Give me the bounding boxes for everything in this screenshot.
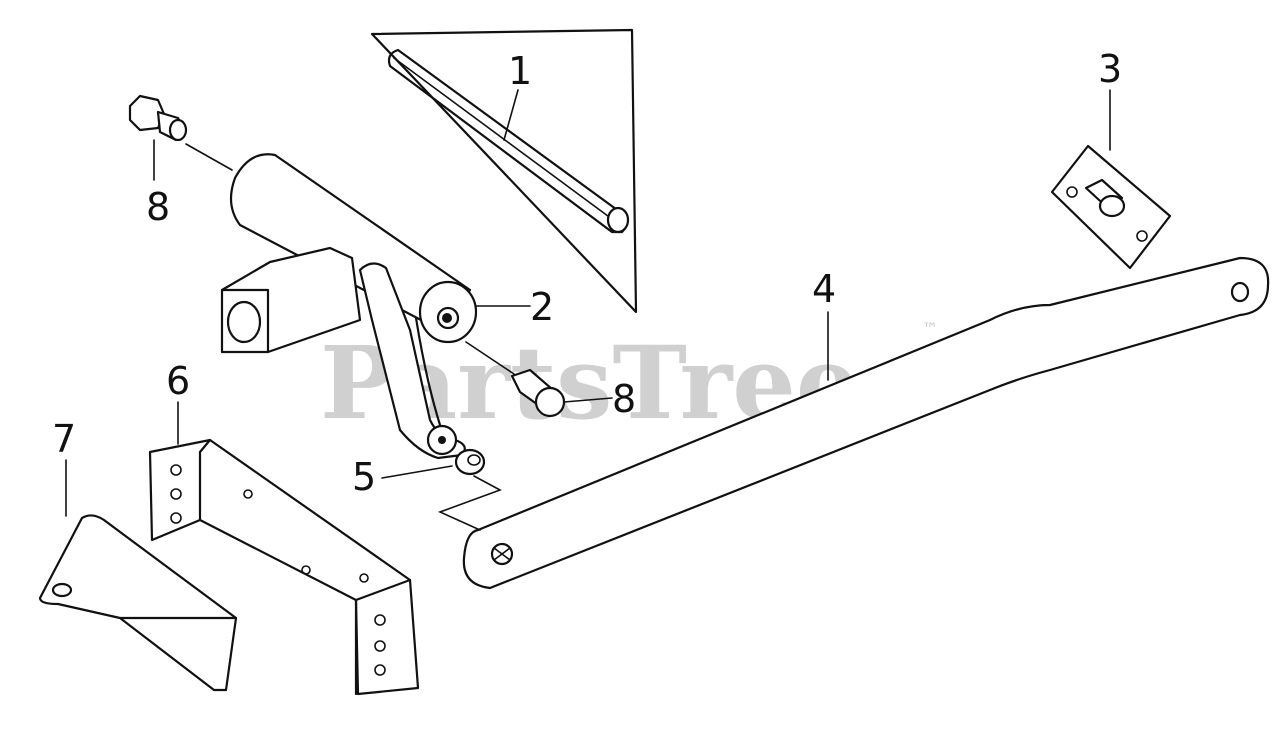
callout-5: 5: [352, 455, 376, 499]
part-6-bracket: [148, 438, 420, 696]
part-7-angle-bracket: [38, 514, 238, 692]
callout-8-upper: 8: [146, 185, 170, 229]
part-1-plate-rod: [370, 28, 638, 314]
callout-6: 6: [166, 359, 190, 403]
callout-7: 7: [52, 417, 76, 461]
part-3-stud-plate: [1050, 144, 1172, 270]
part-2-pivot-tube: [220, 153, 478, 460]
callout-1: 1: [508, 49, 532, 93]
watermark-trademark: ™: [922, 319, 938, 338]
leader-lines: [65, 89, 1111, 517]
part-8-bolt-upper: [128, 94, 233, 171]
part-4-bar: [462, 256, 1270, 590]
callout-3: 3: [1098, 47, 1122, 91]
callout-4: 4: [812, 267, 836, 311]
callout-8-lower: 8: [612, 377, 636, 421]
callout-2: 2: [530, 285, 554, 329]
part-5-nut: [437, 448, 502, 531]
part-8-bolt-lower: [465, 341, 566, 418]
